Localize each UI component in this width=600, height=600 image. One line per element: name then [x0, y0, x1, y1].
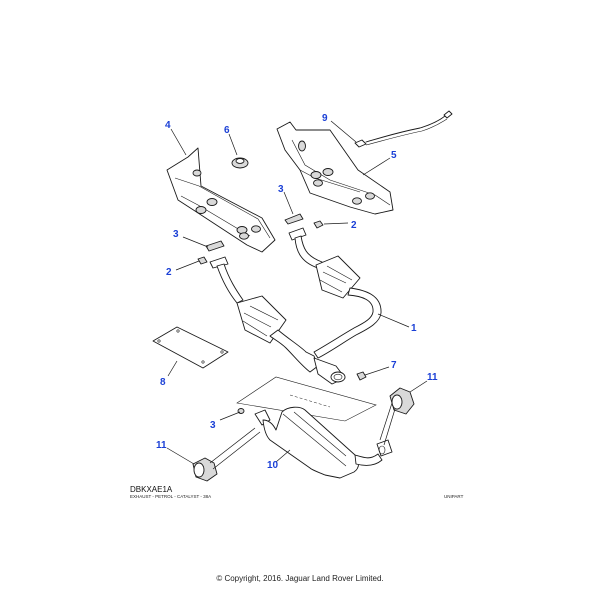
leader-lines	[166, 120, 428, 465]
copyright-notice: © Copyright, 2016. Jaguar Land Rover Lim…	[216, 574, 384, 583]
callout-3-middle: 3	[173, 229, 179, 240]
heat-plate	[152, 326, 229, 369]
nut-lower	[197, 256, 208, 265]
nut-part-7	[356, 371, 367, 381]
callout-labels: 4 6 9 5 3 2 3 2 1 7 8 11 3 11 10	[156, 113, 438, 471]
callout-1: 1	[411, 323, 417, 334]
grommet-part-6	[231, 157, 249, 169]
callout-5: 5	[391, 150, 397, 161]
callout-4: 4	[165, 120, 171, 131]
heat-shield-right	[276, 121, 394, 215]
callout-10: 10	[267, 460, 279, 471]
callout-7: 7	[391, 360, 397, 371]
rubber-mount-left	[192, 427, 261, 482]
rubber-mount-right	[379, 387, 415, 446]
front-pipe-with-catalysts	[209, 227, 382, 385]
gasket-cone-upper	[284, 213, 304, 225]
callout-9: 9	[322, 113, 328, 124]
callout-11-right: 11	[427, 372, 438, 383]
rear-muffler	[254, 406, 393, 479]
supplier-stamp: UNIPART	[444, 494, 464, 499]
callout-8: 8	[160, 377, 166, 388]
heat-shield-left	[166, 147, 276, 253]
callout-11-left: 11	[156, 440, 167, 451]
nut-upper	[313, 220, 324, 229]
diagram-description: EXHAUST - PETROL - CATALYST - 38A	[130, 494, 212, 499]
callout-3-lower: 3	[210, 420, 216, 431]
diagram-code: DBKXAE1A	[130, 485, 173, 494]
callout-2-upper: 2	[351, 220, 357, 231]
callout-3-upper: 3	[278, 184, 284, 195]
callout-2-lower: 2	[166, 267, 172, 278]
gasket-cone-middle	[205, 240, 225, 252]
oxygen-sensor	[354, 110, 453, 148]
callout-6: 6	[224, 125, 230, 136]
